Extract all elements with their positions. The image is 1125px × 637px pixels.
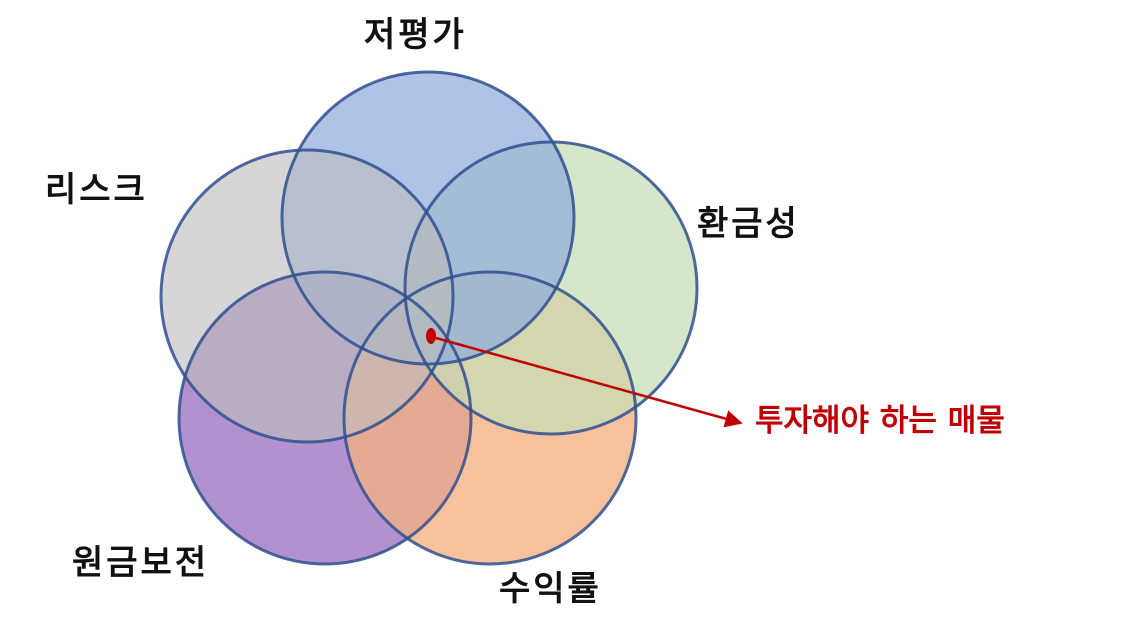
outline-principal xyxy=(177,270,473,566)
callout-arrow xyxy=(435,336,743,428)
outline-risk xyxy=(159,148,455,444)
label-principal: 원금보전 xyxy=(72,543,210,583)
set-circle-risk xyxy=(161,150,453,442)
center-point-marker xyxy=(426,328,436,344)
label-return: 수익률 xyxy=(499,569,602,609)
outline-low-valuation xyxy=(280,70,576,366)
callout-label: 투자해야 하는 매물 xyxy=(755,403,1005,439)
outline-return xyxy=(342,270,638,566)
label-low-valuation: 저평가 xyxy=(364,15,467,55)
label-liquidity: 환금성 xyxy=(697,204,800,244)
label-risk: 리스크 xyxy=(45,170,148,210)
